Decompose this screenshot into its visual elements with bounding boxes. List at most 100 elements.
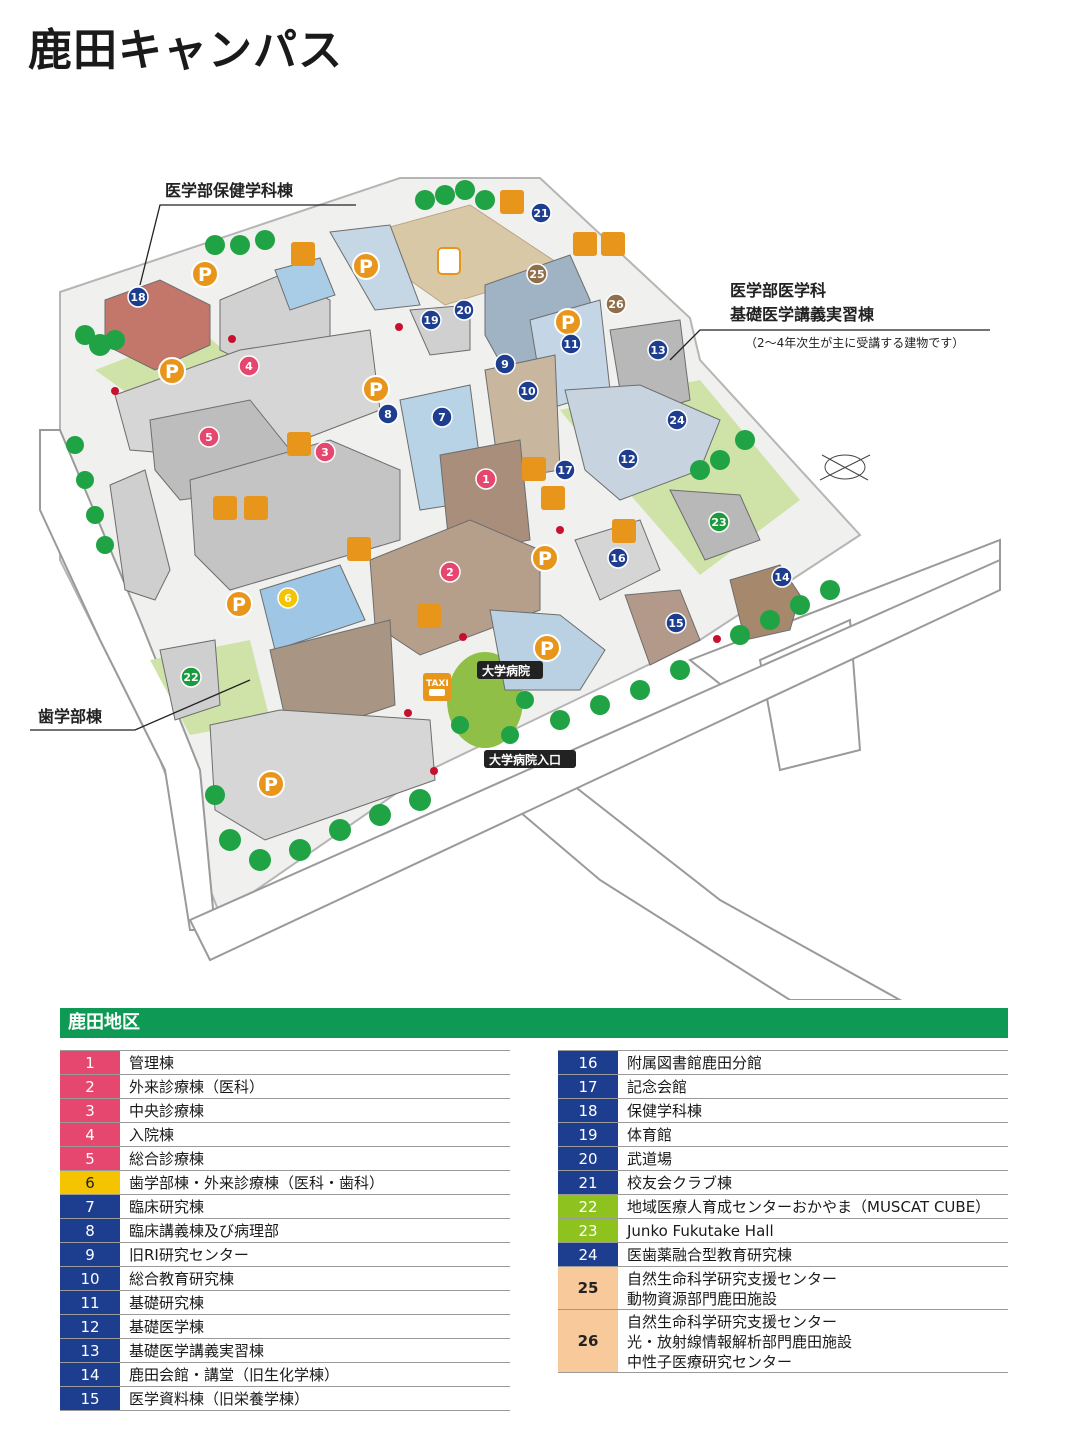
callout-igaku-note: （2〜4年次生が主に受講する建物です） [745, 335, 964, 350]
legend-number: 18 [558, 1099, 618, 1122]
parking-icon: P [531, 544, 559, 572]
legend-name: 入院棟 [129, 1126, 175, 1144]
buildings [104, 224, 801, 841]
field-icon [437, 247, 461, 275]
cafe-icon [347, 537, 371, 561]
legend-number: 23 [558, 1219, 618, 1242]
building-marker: 9 [494, 353, 516, 375]
legend-number: 22 [558, 1195, 618, 1218]
building-marker-number: 1 [482, 473, 490, 486]
legend-row: 17 記念会館 [558, 1075, 1008, 1099]
building-marker-number: 24 [669, 414, 685, 427]
legend-name: 総合診療棟 [129, 1150, 205, 1168]
legend-name: Junko Fukutake Hall [627, 1222, 774, 1240]
building-marker-circle [647, 339, 669, 361]
building-marker-number: 16 [610, 552, 626, 565]
legend-name: 記念会館 [627, 1078, 688, 1096]
building-marker-circle [494, 353, 516, 375]
building-marker-circle [439, 561, 461, 583]
legend-name: 管理棟 [129, 1054, 175, 1072]
building-marker-number: 26 [608, 298, 624, 311]
legend-number: 2 [60, 1075, 120, 1098]
building-marker: 17 [554, 459, 576, 481]
legend-name: 旧RI研究センター [129, 1246, 249, 1264]
building-markers: 1234567891011121314151617181920212223242… [127, 202, 793, 688]
parking-icon: P [191, 260, 219, 288]
building-marker-circle [771, 566, 793, 588]
legend-number: 24 [558, 1243, 618, 1266]
building-marker-number: 5 [205, 431, 213, 444]
legend-number: 13 [60, 1339, 120, 1362]
shop-icon [287, 432, 311, 456]
building-marker: 13 [647, 339, 669, 361]
legend-number: 17 [558, 1075, 618, 1098]
building-marker-circle [530, 202, 552, 224]
callout-shigaku: 歯学部棟 [38, 707, 103, 726]
legend-number: 19 [558, 1123, 618, 1146]
legend-name: 地域医療人育成センターおかやま（MUSCAT CUBE） [627, 1198, 991, 1216]
building-marker-number: 20 [456, 304, 472, 317]
cafe-icon [244, 496, 268, 520]
callout-hoken: 医学部保健学科棟 [165, 181, 294, 200]
building-marker-number: 10 [520, 385, 536, 398]
legend-number: 14 [60, 1363, 120, 1386]
legend-number: 11 [60, 1291, 120, 1314]
legend-number: 8 [60, 1219, 120, 1242]
building-marker-circle [453, 299, 475, 321]
legend-number: 15 [60, 1387, 120, 1410]
restaurant-icon [213, 496, 237, 520]
building-marker-circle [431, 406, 453, 428]
parking-icon: P [362, 375, 390, 403]
building-marker: 20 [453, 299, 475, 321]
parking-icon-circle [158, 357, 186, 385]
restaurant-icon [541, 486, 565, 510]
building-marker-circle [665, 612, 687, 634]
building-marker-circle [554, 459, 576, 481]
building-marker-circle [475, 468, 497, 490]
parking-icon-circle [533, 634, 561, 662]
legend-number: 10 [60, 1267, 120, 1290]
building-marker-circle [526, 263, 548, 285]
building-marker-circle [560, 333, 582, 355]
shop-icon [417, 604, 441, 628]
building-marker-circle [277, 587, 299, 609]
parking-icon-letter: P [561, 312, 575, 334]
legend-name: 保健学科棟 [627, 1102, 703, 1120]
legend-name: 附属図書館鹿田分館 [627, 1054, 763, 1072]
legend-name: 基礎研究棟 [129, 1294, 205, 1312]
legend-name: 基礎医学講義実習棟 [129, 1342, 265, 1360]
building-marker-number: 14 [774, 571, 790, 584]
roads [39, 429, 1001, 1000]
parking-icon-letter: P [264, 774, 278, 796]
legend-row: 20 武道場 [558, 1147, 1008, 1171]
building-marker: 12 [617, 448, 639, 470]
page-title: 鹿田キャンパス [28, 25, 343, 76]
legend-name: 武道場 [627, 1150, 673, 1168]
tennis-icon [500, 190, 524, 214]
building-marker-circle [708, 511, 730, 533]
parking-icon-letter: P [369, 379, 383, 401]
building-marker: 19 [420, 309, 442, 331]
building-marker-circle [617, 448, 639, 470]
parking-icon: P [533, 634, 561, 662]
legend-number: 20 [558, 1147, 618, 1170]
legend-name: 中央診療棟 [129, 1102, 205, 1120]
legend-name: 体育館 [627, 1126, 673, 1144]
building-marker: 6 [277, 587, 299, 609]
building-marker: 21 [530, 202, 552, 224]
building-marker-number: 17 [557, 464, 572, 477]
parking-icon-circle [352, 252, 380, 280]
building-marker: 24 [666, 409, 688, 431]
parking-icon-circle [531, 544, 559, 572]
building-marker-number: 4 [245, 360, 253, 373]
building-marker: 26 [605, 293, 627, 315]
legend-name: 自然生命科学研究支援センター 光・放射線情報解析部門鹿田施設 中性子医療研究セン… [627, 1313, 853, 1371]
